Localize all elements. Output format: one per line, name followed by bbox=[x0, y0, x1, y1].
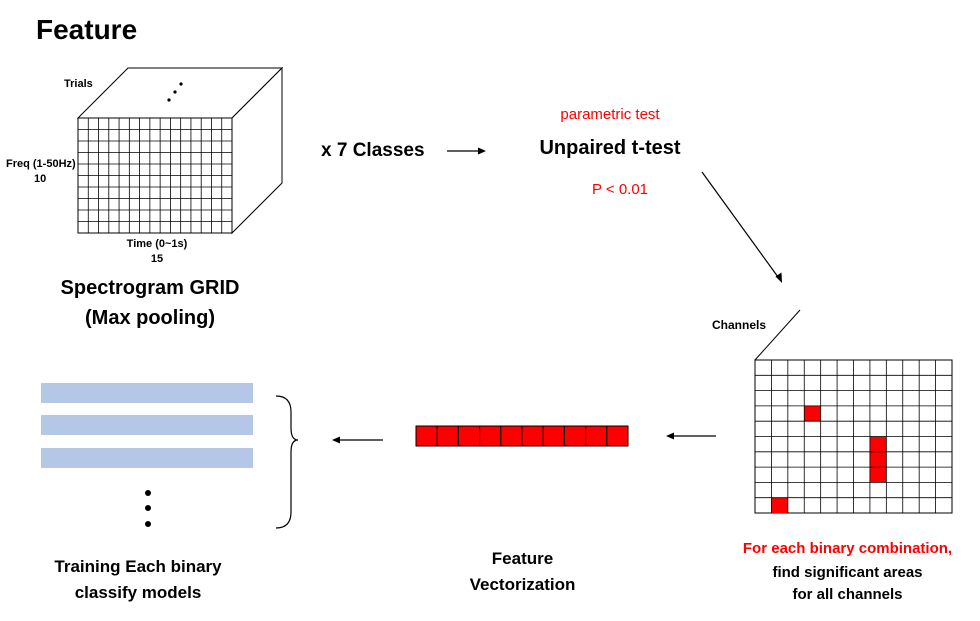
model-bar bbox=[41, 448, 253, 468]
feature-vector bbox=[415, 425, 629, 447]
time-label: Time (0~1s) bbox=[126, 238, 188, 250]
vector-cell bbox=[436, 425, 459, 447]
trials-dot bbox=[173, 90, 177, 94]
arrow-to-vector bbox=[666, 432, 716, 440]
spectrogram-cube bbox=[76, 66, 284, 235]
test-name: Unpaired t-test bbox=[539, 137, 681, 159]
freq-count: 10 bbox=[34, 173, 47, 185]
p-value: P < 0.01 bbox=[591, 181, 649, 198]
significant-cell bbox=[869, 467, 887, 483]
freq-label: Freq (1-50Hz) bbox=[6, 158, 76, 170]
vector-caption-sub: Vectorization bbox=[469, 575, 576, 594]
more-models-dot bbox=[145, 490, 151, 496]
arrow-to-test bbox=[447, 147, 486, 155]
significant-cell bbox=[869, 451, 887, 468]
grid-caption: find significant areas bbox=[772, 564, 923, 581]
significant-cell bbox=[804, 405, 821, 422]
vector-cell bbox=[606, 425, 629, 447]
arrow-to-models bbox=[332, 436, 383, 444]
trials-label: Trials bbox=[64, 78, 93, 90]
channels-label: Channels bbox=[712, 318, 767, 332]
channels-axis-line bbox=[754, 309, 801, 361]
more-models-dot bbox=[145, 505, 151, 511]
trials-dot bbox=[179, 82, 183, 86]
arrow-to-channels bbox=[701, 171, 782, 283]
classes-label: x 7 Classes bbox=[321, 140, 425, 161]
vector-caption: Feature bbox=[491, 549, 554, 568]
vector-cell bbox=[585, 425, 608, 447]
spectrogram-grid bbox=[77, 117, 233, 234]
trials-dot bbox=[167, 98, 171, 102]
grid-caption-red: For each binary combination, bbox=[742, 540, 953, 557]
model-bar bbox=[41, 415, 253, 435]
spectrogram-caption-sub: (Max pooling) bbox=[85, 307, 215, 329]
vector-cell bbox=[563, 425, 587, 447]
models-caption: Training Each binary bbox=[54, 557, 222, 576]
page-title: Feature bbox=[36, 14, 138, 45]
vector-cell bbox=[521, 425, 544, 447]
test-type-label: parametric test bbox=[560, 106, 660, 123]
time-count: 15 bbox=[150, 253, 164, 265]
vector-cell bbox=[479, 425, 502, 447]
channel-grid bbox=[754, 359, 953, 514]
spectrogram-caption: Spectrogram GRID bbox=[60, 277, 240, 299]
more-models-dot bbox=[145, 521, 151, 527]
model-bar bbox=[41, 383, 253, 403]
grid-caption-sub: for all channels bbox=[792, 586, 903, 603]
significant-cell bbox=[771, 497, 788, 513]
vector-cell bbox=[457, 425, 481, 447]
models-brace bbox=[275, 395, 299, 529]
models-caption-sub: classify models bbox=[74, 583, 202, 602]
model-bars bbox=[41, 383, 253, 468]
vector-cell bbox=[542, 425, 565, 447]
vector-cell bbox=[500, 425, 523, 447]
significant-cell bbox=[869, 436, 887, 452]
vector-cell bbox=[415, 425, 438, 447]
